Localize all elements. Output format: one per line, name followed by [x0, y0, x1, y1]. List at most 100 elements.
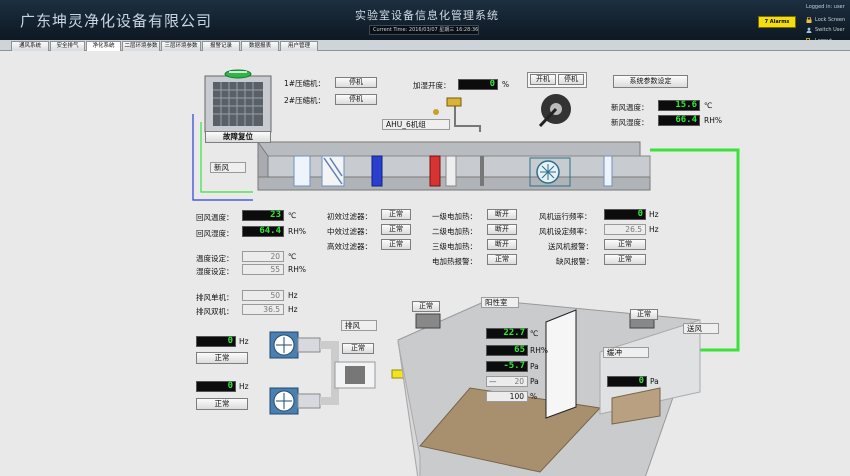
fan-alarm-status[interactable]: 正常	[604, 239, 646, 250]
lock-screen-link[interactable]: Lock Screen	[806, 16, 846, 23]
switch-user-label: Switch User	[815, 27, 845, 33]
pressure-set-value: 20	[514, 377, 524, 386]
supply-duct	[650, 148, 740, 352]
compressor2-label: 2#压缩机：	[284, 96, 326, 105]
exhaust-fan2-value: 0	[196, 381, 236, 392]
lab-pressure-unit: Pa	[530, 362, 539, 371]
tab-floor3-env[interactable]: 三层环境参数	[161, 41, 201, 51]
lab-pressure-value: -5.7	[486, 361, 528, 372]
temp-set-value[interactable]: 20	[242, 251, 284, 262]
heater3-status[interactable]: 断开	[487, 239, 517, 250]
fan-run-freq-value: 0	[604, 209, 646, 220]
stop-button[interactable]: 停机	[558, 74, 584, 85]
return-hum-label: 回风湿度：	[196, 229, 234, 238]
exhaust-box-status[interactable]: 正常	[342, 343, 374, 354]
switch-user-link[interactable]: Switch User	[806, 27, 845, 33]
tab-ventilation[interactable]: 通风系统	[11, 41, 49, 51]
tab-user-management[interactable]: 用户管理	[280, 41, 318, 51]
alarms-button[interactable]: 7 Alarms	[758, 16, 796, 28]
compressor2-state[interactable]: 停机	[335, 94, 377, 105]
exhaust-dual-value[interactable]: 36.5	[242, 304, 284, 315]
damper-wheel	[538, 94, 571, 128]
exhaust-dual-unit: Hz	[288, 305, 298, 314]
return-hum-unit: RH%	[288, 227, 306, 236]
fresh-temp-label: 新风温度：	[611, 103, 649, 112]
fresh-temp-unit: ℃	[704, 101, 713, 110]
tab-purification[interactable]: 净化系统	[86, 41, 121, 51]
hum-set-label: 湿度设定：	[196, 267, 234, 276]
lab-percent-unit: %	[530, 392, 538, 401]
temp-set-unit: ℃	[288, 252, 297, 261]
heater-alarm-label: 电加热报警：	[432, 257, 477, 266]
tab-safety-exhaust[interactable]: 安全排气	[50, 41, 85, 51]
lab-room-name: 阳性室	[481, 297, 519, 308]
return-temp-value: 23	[242, 210, 284, 221]
exhaust-single-unit: Hz	[288, 291, 298, 300]
tab-alarm-records[interactable]: 报警记录	[202, 41, 240, 51]
lab-temp-value: 22.7	[486, 328, 528, 339]
system-params-button[interactable]: 系统参数设定	[613, 75, 688, 88]
user-icon	[806, 27, 812, 33]
ahu-unit-name: AHU_6机组	[382, 119, 450, 130]
lab-temp-unit: ℃	[530, 329, 539, 338]
condenser-unit	[204, 69, 272, 133]
filter-high-status[interactable]: 正常	[381, 239, 411, 250]
lab-hum-value: 65	[486, 345, 528, 356]
filter-primary-label: 初效过滤器：	[327, 212, 372, 221]
filter-medium-label: 中效过滤器：	[327, 227, 372, 236]
fan-set-freq-unit: Hz	[649, 225, 659, 234]
lock-screen-label: Lock Screen	[815, 17, 846, 23]
logged-in-label: Logged in: user	[806, 4, 845, 10]
ahu-body	[257, 140, 651, 191]
filter-medium-status[interactable]: 正常	[381, 224, 411, 235]
lab-percent-value[interactable]: 100	[486, 391, 528, 402]
heater1-status[interactable]: 断开	[487, 209, 517, 220]
filter-primary-status[interactable]: 正常	[381, 209, 411, 220]
temp-set-label: 温度设定：	[196, 254, 234, 263]
lab-pressure-setpoint[interactable]: — 20	[486, 376, 528, 387]
heater2-label: 二级电加热：	[432, 227, 477, 236]
fan-set-freq-value[interactable]: 26.5	[604, 224, 646, 235]
humidifier-value: 0	[458, 79, 498, 90]
start-button[interactable]: 开机	[530, 74, 556, 85]
buffer-pressure-unit: Pa	[650, 377, 659, 386]
exhaust-fan-2	[269, 387, 321, 415]
lab-hum-unit: RH%	[530, 346, 548, 355]
fresh-air-label: 新风	[210, 162, 246, 173]
fault-reset-button[interactable]: 故障复位	[205, 131, 271, 143]
heater-alarm-status[interactable]: 正常	[487, 254, 517, 265]
fresh-hum-unit: RH%	[704, 116, 722, 125]
compressor1-label: 1#压缩机：	[284, 79, 326, 88]
return-hum-value: 64.4	[242, 226, 284, 237]
fan-alarm-label: 送风机报警：	[548, 242, 593, 251]
current-time-value: 2016/03/07 星期三 16:28:36	[408, 27, 479, 33]
lab-exhaust-status[interactable]: 正常	[412, 301, 440, 312]
exhaust-fan-1	[269, 331, 321, 359]
buffer-exhaust-status[interactable]: 正常	[630, 309, 658, 320]
heater3-label: 三级电加热：	[432, 242, 477, 251]
exhaust-label: 排风	[341, 320, 377, 331]
current-time-box: Current Time: 2016/03/07 星期三 16:28:36	[369, 25, 479, 35]
ahu-diagram	[192, 69, 740, 476]
fan-set-freq-label: 风机设定频率：	[539, 227, 592, 236]
hum-set-value[interactable]: 55	[242, 264, 284, 275]
exhaust-fan1-status[interactable]: 正常	[196, 352, 248, 364]
return-temp-label: 回风温度：	[196, 213, 234, 222]
fresh-hum-value: 66.4	[658, 115, 700, 126]
fan-run-freq-label: 风机运行频率：	[539, 212, 592, 221]
heater2-status[interactable]: 断开	[487, 224, 517, 235]
lack-air-alarm-status[interactable]: 正常	[604, 254, 646, 265]
tab-floor2-env[interactable]: 二层环境参数	[122, 41, 160, 51]
exhaust-fan2-status[interactable]: 正常	[196, 398, 248, 410]
supply-air-label: 送风	[683, 323, 719, 334]
lock-icon	[806, 16, 812, 23]
exhaust-dual-label: 排风双机：	[196, 307, 234, 316]
compressor1-state[interactable]: 停机	[335, 77, 377, 88]
exhaust-single-label: 排风单机：	[196, 293, 234, 302]
tab-bar	[0, 40, 850, 51]
current-time-label: Current Time:	[373, 27, 408, 33]
system-title: 实验室设备信息化管理系统	[355, 9, 499, 22]
tab-data-reports[interactable]: 数据报表	[241, 41, 279, 51]
lab-pressure-set-unit: Pa	[530, 377, 539, 386]
exhaust-single-value[interactable]: 50	[242, 290, 284, 301]
